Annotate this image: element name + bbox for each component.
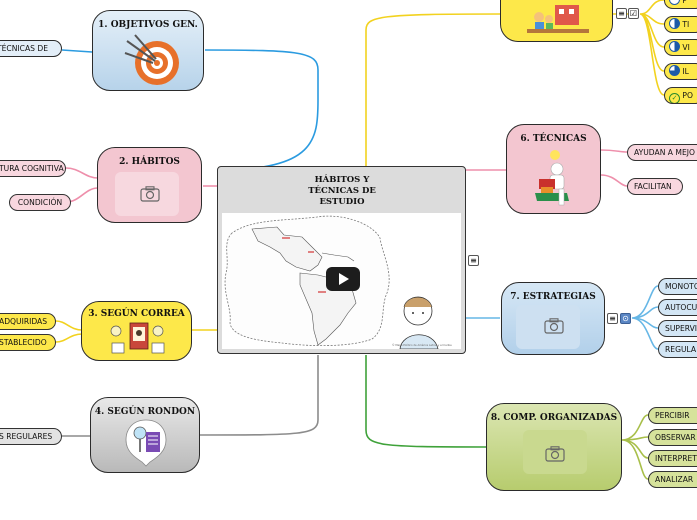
pie-half-icon [669,41,680,52]
school-scene-icon [527,5,589,33]
map-image: © Mapa Político de América Latina y el C… [222,213,461,349]
pie-three-quarter-icon [669,65,680,76]
camera-placeholder-icon [545,446,565,462]
leaf-vi[interactable]: VI [664,39,697,56]
reading-person-icon [535,150,569,206]
leaf-analizar[interactable]: ANALIZAR [648,471,697,488]
leaf-ayudan-a-mejorar[interactable]: AYUDAN A MEJO [627,144,697,161]
image-placeholder [516,305,580,349]
leaf-observar[interactable]: OBSERVAR [648,429,697,446]
leaf-facilitan[interactable]: FACILITAN [627,178,683,195]
video-play-button[interactable] [326,267,360,291]
topic-title: 2. HÁBITOS [119,157,180,167]
pie-half-icon [669,18,680,29]
checkbox-icon[interactable]: ☑ [628,8,639,19]
leaf-p[interactable]: P [664,0,697,9]
central-topic-title: HÁBITOS Y TÉCNICAS DE ESTUDIO [308,175,376,207]
topic-tecnicas[interactable]: 6. TÉCNICAS [506,124,601,214]
leaf-autocuestionamiento[interactable]: AUTOCU [658,299,697,316]
notes-icon[interactable]: ≡ [468,255,479,266]
topic-5[interactable] [500,0,613,42]
topic-objetivos-gen[interactable]: 1. OBJETIVOS GEN. [92,10,204,91]
topic-title: 4. SEGÚN RONDON [94,407,196,417]
leaf-monotonia[interactable]: MONOTO [658,278,697,295]
topic-title: 3. SEGÚN CORREA [88,309,185,319]
idea-book-icon [125,419,167,467]
topic-habitos[interactable]: 2. HÁBITOS [97,147,202,223]
notes-icon[interactable]: ≡ [607,313,618,324]
leaf-condicion[interactable]: CONDICIÓN [9,194,71,211]
topic-estrategias[interactable]: 7. ESTRATEGIAS [501,282,605,355]
notes-icon[interactable]: ≡ [616,8,627,19]
leaf-adquiridas[interactable]: ADQUIRIDAS [0,313,56,330]
leaf-estructura-cognitiva[interactable]: TURA COGNITIVA [0,160,66,177]
leaf-interpretar[interactable]: INTERPRET [648,450,697,467]
leaf-il[interactable]: IL [664,63,697,80]
leaf-regulacion[interactable]: REGULA [658,341,697,358]
target-darts-icon [124,34,179,85]
topic-comp-organizadas[interactable]: 8. COMP. ORGANIZADAS [486,403,622,491]
check-circle-icon: ✓ [669,93,680,103]
study-items-icon [110,322,165,354]
pie-quarter-icon [669,0,680,5]
leaf-regulares[interactable]: S REGULARES [0,428,62,445]
topic-segun-rondon[interactable]: 4. SEGÚN RONDON [90,397,200,473]
play-icon [339,273,349,285]
leaf-percibir[interactable]: PERCIBIR [648,407,697,424]
leaf-tecnicas-de[interactable]: TÉCNICAS DE [0,40,62,57]
link-icon[interactable]: ⊙ [620,313,631,324]
topic-title: 1. OBJETIVOS GEN. [98,20,198,30]
leaf-ti[interactable]: TI [664,16,697,33]
topic-segun-correa[interactable]: 3. SEGÚN CORREA [81,301,192,361]
camera-placeholder-icon [544,318,564,334]
topic-title: 6. TÉCNICAS [520,134,587,144]
camera-placeholder-icon [140,186,160,202]
leaf-supervision[interactable]: SUPERVI [658,320,697,337]
leaf-po[interactable]: ✓ PO [664,87,697,104]
leaf-establecido[interactable]: STABLECIDO [0,334,56,351]
topic-title: 8. COMP. ORGANIZADAS [490,413,618,423]
topic-title: 7. ESTRATEGIAS [510,292,596,302]
svg-text:© Mapa Político de América Lat: © Mapa Político de América Latina y el C… [392,343,452,347]
central-topic[interactable]: HÁBITOS Y TÉCNICAS DE ESTUDIO © Mapa Pol… [217,166,466,354]
